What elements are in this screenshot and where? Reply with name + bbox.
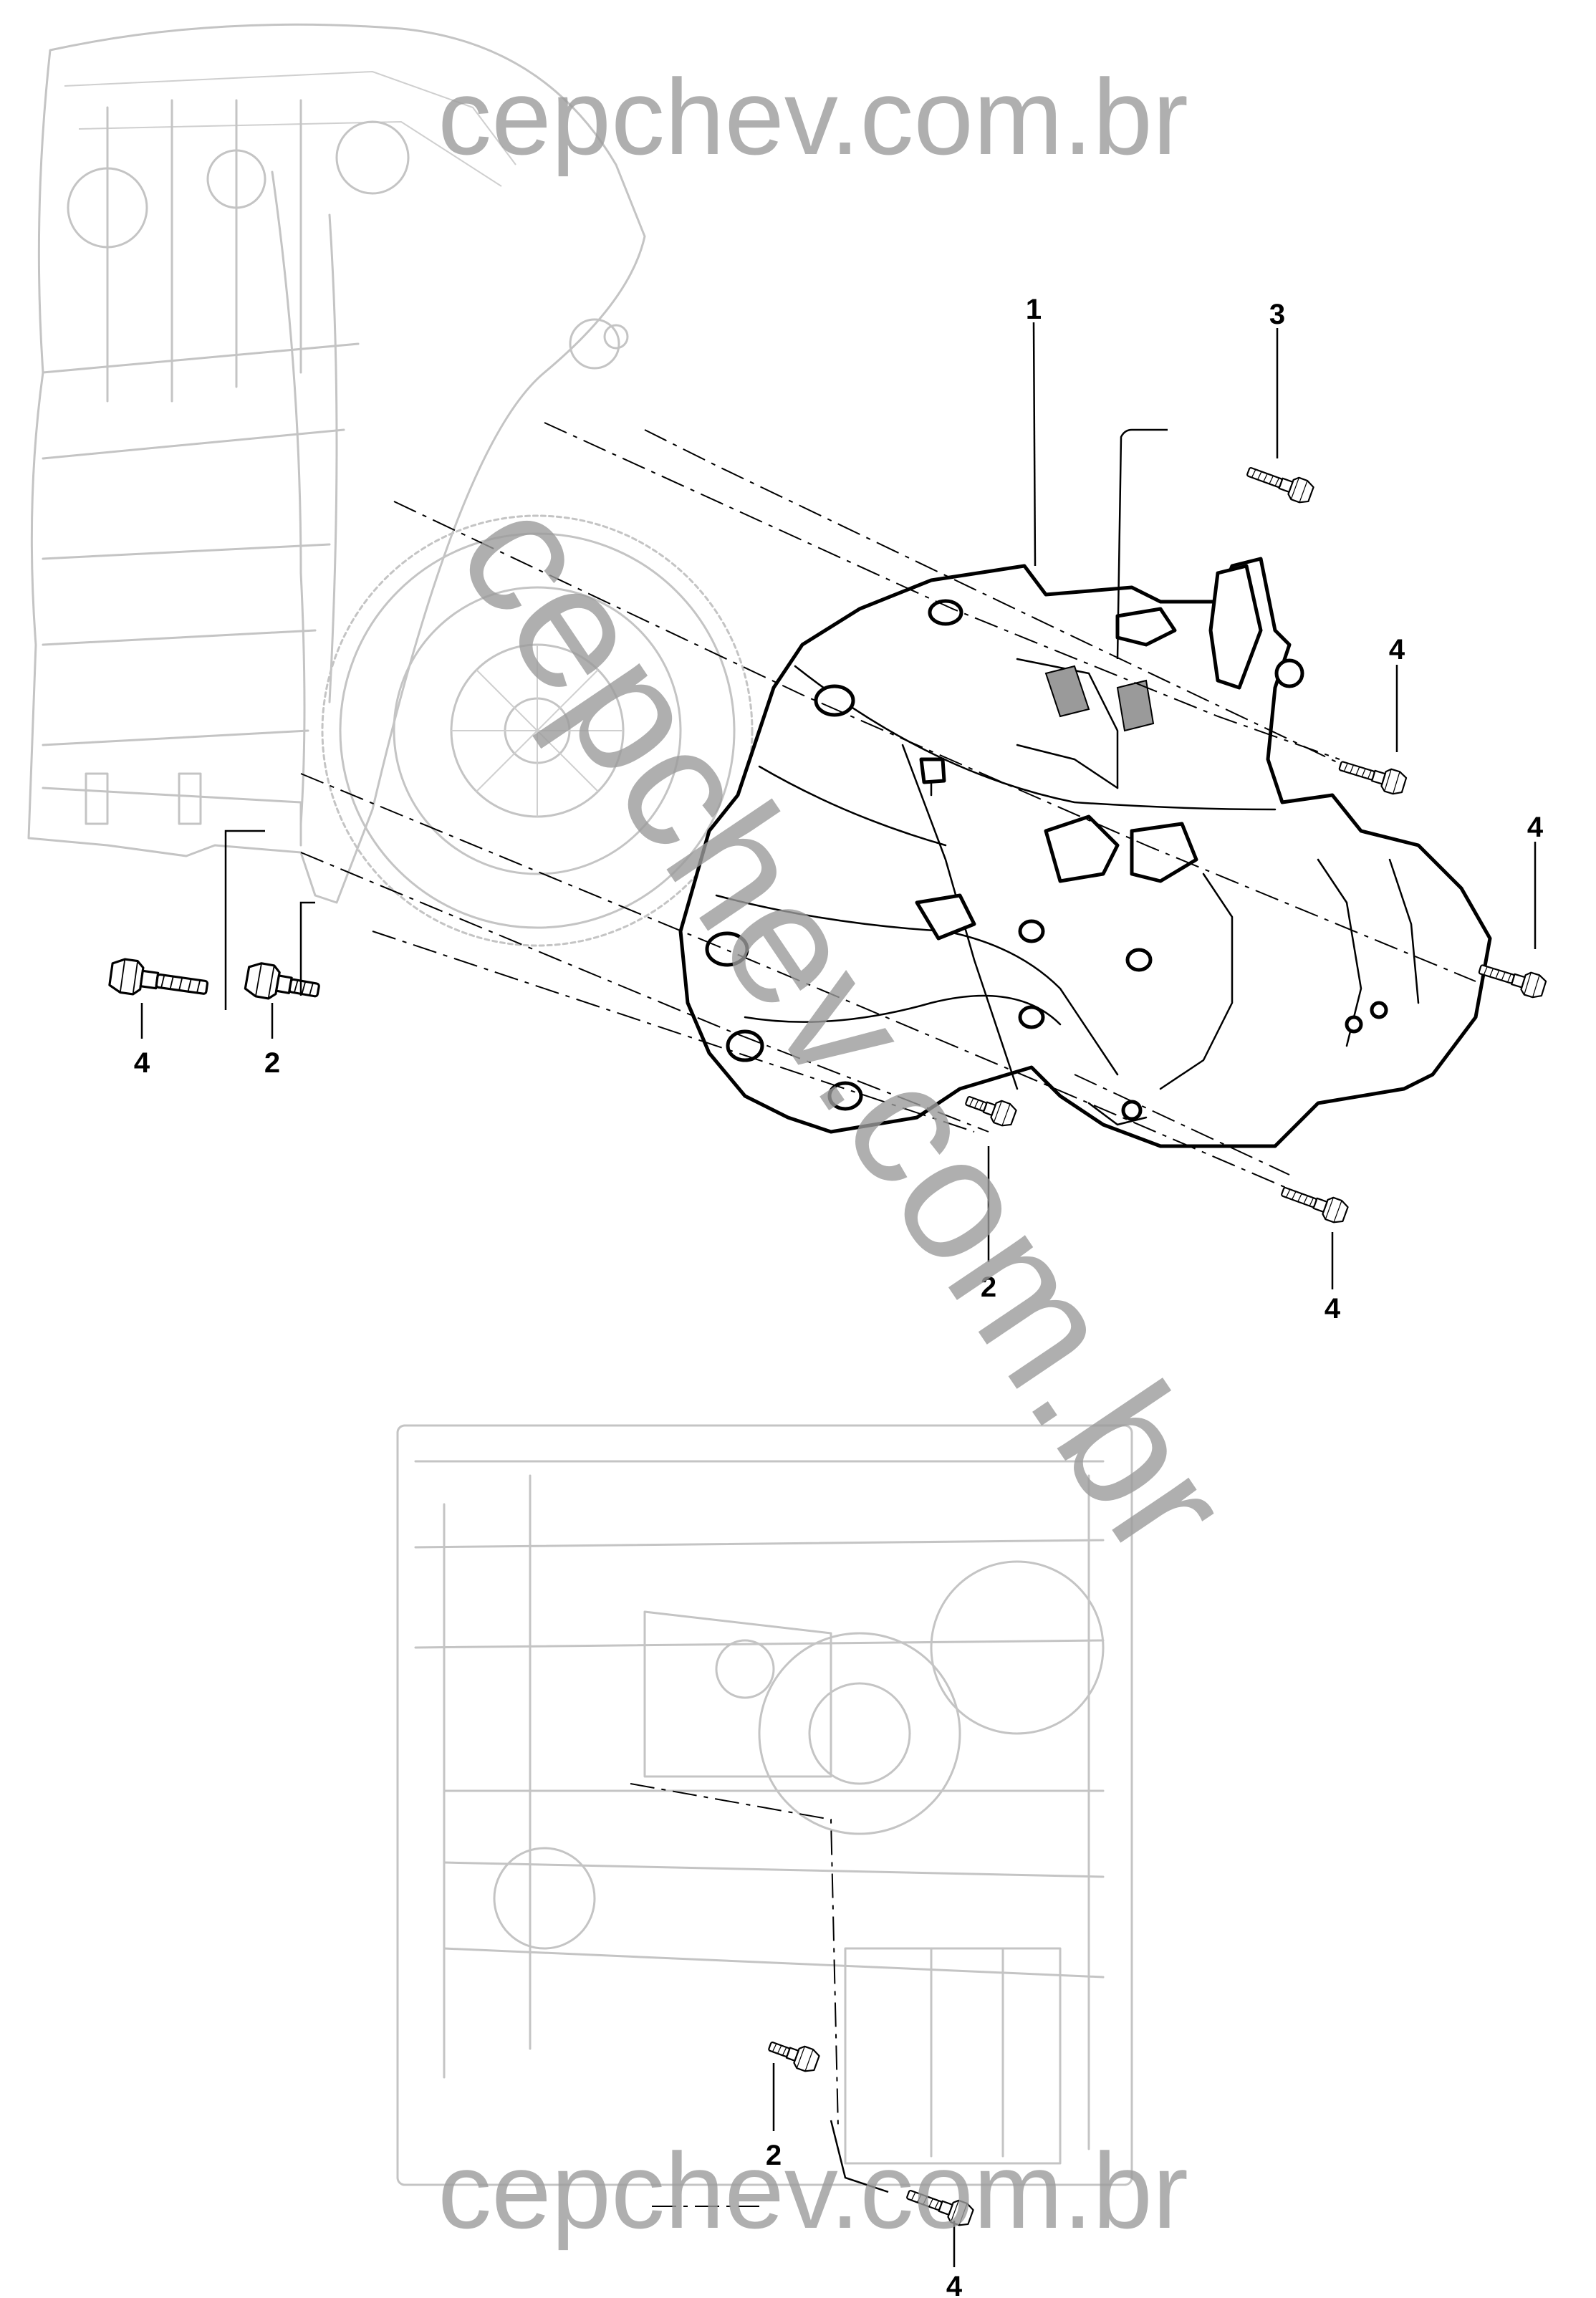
watermark-top: cepchev.com.br	[438, 57, 1188, 177]
callout-1: 1	[1026, 294, 1042, 325]
callout-4-right-b: 4	[1527, 812, 1544, 843]
bolt-4-right-a	[1336, 754, 1408, 797]
callout-2-lower: 2	[981, 1271, 996, 1303]
detail-bolt-axis-lines	[630, 1783, 839, 2207]
bolt-4-left-long	[107, 956, 211, 1006]
flywheel-ghost	[321, 514, 754, 947]
watermarks: cepchev.com.br cepchev.com.br cepchev.co…	[421, 57, 1269, 2251]
callout-3: 3	[1269, 299, 1285, 330]
bolt-4-lower-long	[1278, 1179, 1350, 1226]
leader-lines-lower	[772, 2063, 956, 2267]
callout-4-detail: 4	[946, 2271, 963, 2298]
callout-4-left: 4	[134, 1047, 150, 1079]
callout-2-left: 2	[264, 1047, 280, 1079]
callout-4-right-a: 4	[1389, 634, 1405, 665]
leader-lines-upper	[140, 322, 1537, 1289]
bolt-3	[1244, 459, 1316, 506]
callout-2-detail: 2	[766, 2140, 782, 2171]
transmission-assembly	[678, 557, 1492, 1148]
watermark-bottom: cepchev.com.br	[438, 2130, 1188, 2251]
engine-block-ghost	[27, 23, 646, 904]
bolt-axis-lines	[300, 422, 1476, 1190]
bolt-4-right-b	[1476, 957, 1548, 1001]
engine-detail-ghost	[396, 1424, 1133, 2186]
callout-4-lower: 4	[1325, 1293, 1341, 1325]
bolt-2-left-short	[243, 960, 322, 1009]
callout-labels: 1 3 4 4 4 2 2 4 2 4	[134, 294, 1544, 2298]
